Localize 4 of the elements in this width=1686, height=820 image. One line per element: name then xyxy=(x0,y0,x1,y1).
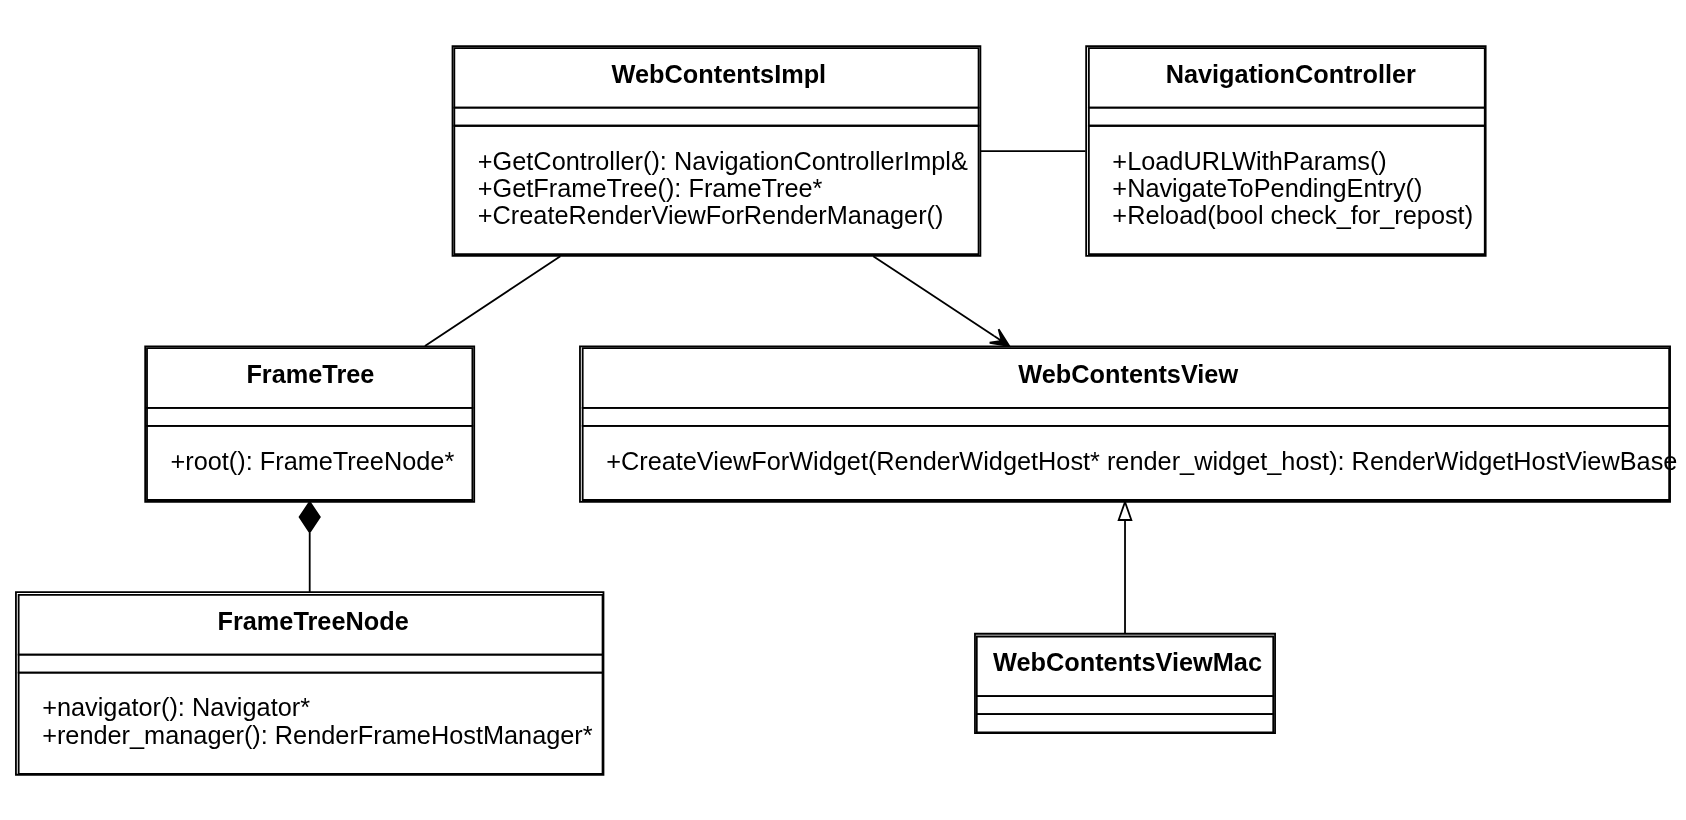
connector xyxy=(298,499,321,593)
connector xyxy=(979,149,1087,152)
arrow xyxy=(872,254,1011,347)
connector xyxy=(424,254,562,347)
